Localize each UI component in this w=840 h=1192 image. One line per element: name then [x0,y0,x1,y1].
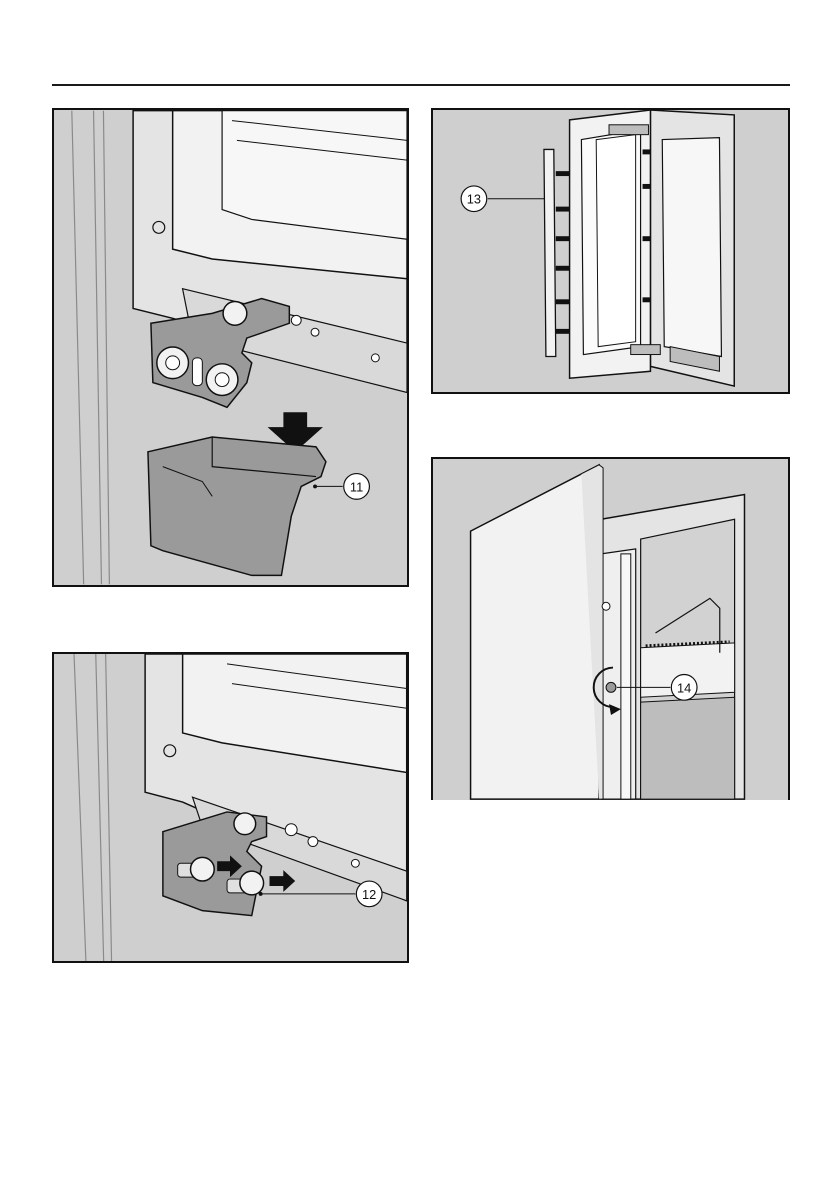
figure-door-adjust: 14 [431,457,790,800]
callout-14: 14 [677,680,691,695]
figure-hinge-screws: 12 [52,652,409,963]
callout-12: 12 [362,887,376,902]
hinge-screws-illustration: 12 [54,654,407,961]
door-trim-illustration: 13 [433,110,788,392]
callout-13: 13 [467,192,481,207]
figure-door-trim: 13 [431,108,790,394]
header-rule [52,84,790,86]
figure-hinge-cover: 11 [52,108,409,587]
hinge-cover-illustration: 11 [54,110,407,585]
callout-11: 11 [350,479,363,494]
door-adjust-illustration: 14 [433,459,788,800]
